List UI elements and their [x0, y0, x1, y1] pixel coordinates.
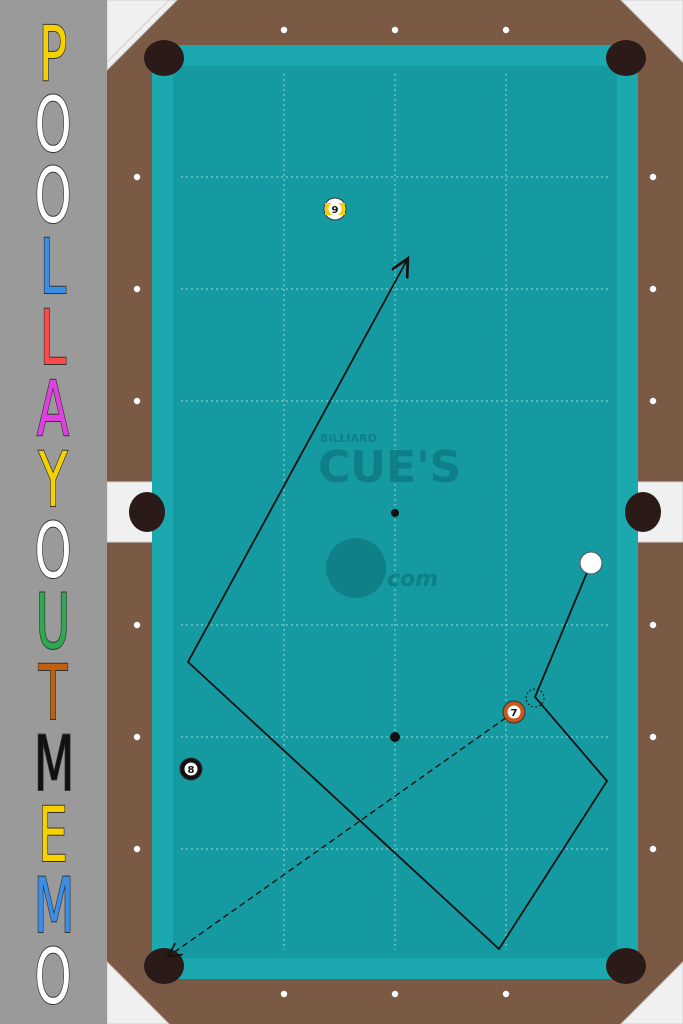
watermark-small-text: BILLIARD [320, 432, 377, 445]
pocket-middle-left [129, 492, 165, 532]
title-letter: A [36, 364, 70, 453]
pocket-bottom-right [606, 948, 646, 984]
rail-diamond [280, 26, 288, 34]
rail-diamond [649, 285, 657, 293]
pocket-top-left [144, 40, 184, 76]
watermark-logo-circle [326, 538, 386, 598]
title-letter: O [34, 506, 72, 595]
title-letter: L [39, 293, 67, 382]
rail-diamond [133, 733, 141, 741]
title-letter: M [33, 861, 75, 950]
pool-table: BILLIARD CUE'S com 9 7 8 [107, 0, 683, 1024]
rail-diamond [391, 26, 399, 34]
rail-diamond [133, 397, 141, 405]
watermark: BILLIARD CUE'S com [318, 432, 461, 598]
title-letter: U [35, 577, 71, 666]
rail-diamond [649, 397, 657, 405]
cue-ball[interactable] [579, 551, 603, 575]
rail-diamonds [133, 26, 657, 998]
watermark-big-text: CUE'S [318, 442, 461, 493]
cue-ball-path [186, 260, 609, 951]
watermark-com-text: com [387, 567, 438, 592]
rail-diamond [391, 990, 399, 998]
head-spot [391, 509, 399, 517]
title-letter: Y [38, 435, 68, 524]
rail-diamond [502, 26, 510, 34]
title-letter: T [38, 648, 68, 737]
object-ball-path [169, 711, 515, 956]
pocket-middle-right [625, 492, 661, 532]
title-letter: O [34, 80, 72, 169]
rail-diamond [280, 990, 288, 998]
title-letter: P [38, 9, 68, 98]
ball-number: 9 [332, 205, 339, 216]
balls: 9 7 8 [179, 197, 603, 781]
rail-diamond [649, 173, 657, 181]
title-letter: O [34, 151, 72, 240]
ball-number: 8 [188, 765, 195, 776]
table-grid [181, 74, 609, 950]
title-letter: E [37, 790, 68, 879]
title-letter: M [33, 719, 75, 808]
rail-diamond [502, 990, 510, 998]
pocket-top-right [606, 40, 646, 76]
rail-diamond [649, 621, 657, 629]
rail-diamond [133, 845, 141, 853]
title-letter: L [39, 222, 67, 311]
title-letter: O [34, 932, 72, 1021]
ball-8[interactable]: 8 [179, 757, 203, 781]
rail-diamond [133, 173, 141, 181]
rail-diamond [649, 733, 657, 741]
rail-diamond [649, 845, 657, 853]
ball-number: 7 [511, 708, 518, 719]
ball-7[interactable]: 7 [502, 700, 526, 724]
title-sidebar [0, 0, 107, 1024]
rail-diamond [133, 621, 141, 629]
pocket-bottom-left [144, 948, 184, 984]
ball-9[interactable]: 9 [323, 197, 347, 221]
foot-spot [390, 732, 400, 742]
ghost-ball [525, 688, 545, 708]
rail-diamond [133, 285, 141, 293]
